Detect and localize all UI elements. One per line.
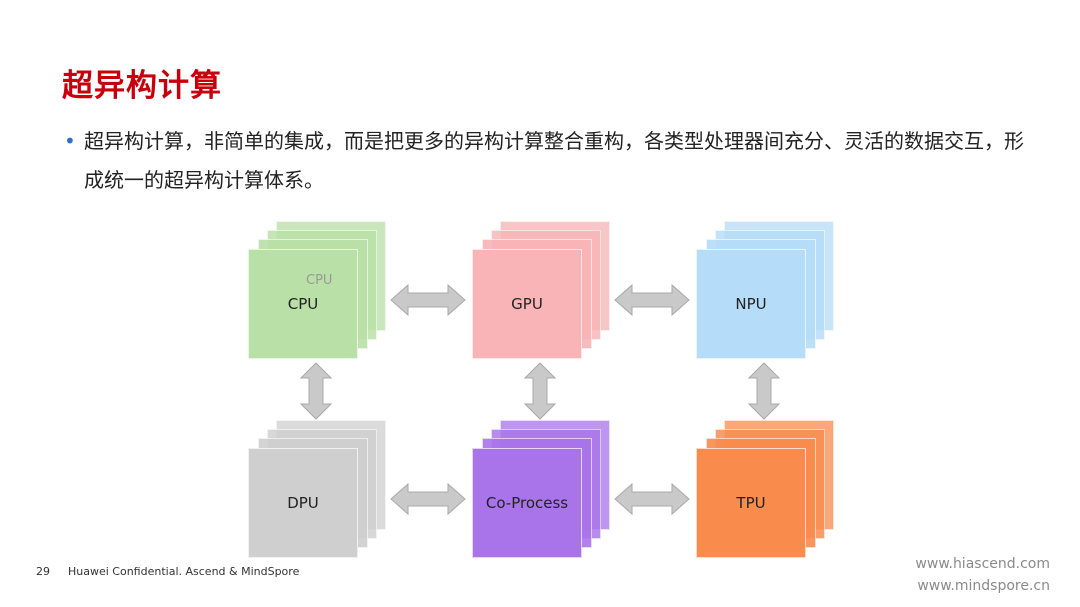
dpu-chip: DPU <box>248 420 386 558</box>
chip-layer <box>472 249 582 359</box>
cpu-chip: CPU CPU <box>248 221 386 359</box>
chip-layer <box>696 448 806 558</box>
confidential-notice: Huawei Confidential. Ascend & MindSpore <box>68 565 300 578</box>
double-arrow-vertical-icon <box>523 362 557 420</box>
gpu-chip: GPU <box>472 221 610 359</box>
website-link-mindspore[interactable]: www.mindspore.cn <box>917 578 1050 594</box>
tpu-label: TPU <box>736 494 766 512</box>
cpu-label: CPU <box>287 295 319 313</box>
double-arrow-horizontal-icon <box>614 283 690 317</box>
bullet-dot-icon: • <box>64 129 76 153</box>
double-arrow-horizontal-icon <box>614 482 690 516</box>
chip-layer <box>248 448 358 558</box>
double-arrow-vertical-icon <box>299 362 333 420</box>
slide-title: 超异构计算 <box>62 68 222 104</box>
double-arrow-horizontal-icon <box>390 482 466 516</box>
chip-layer <box>248 249 358 359</box>
double-arrow-vertical-icon <box>747 362 781 420</box>
tpu-chip: TPU <box>696 420 834 558</box>
chip-layer <box>696 249 806 359</box>
npu-label: NPU <box>735 295 767 313</box>
cpu-ghost-label: CPU <box>306 273 333 288</box>
page-number: 29 <box>36 565 50 578</box>
bullet-text: 超异构计算，非简单的集成，而是把更多的异构计算整合重构，各类型处理器间充分、灵活… <box>84 129 1024 192</box>
website-link-hiascend[interactable]: www.hiascend.com <box>915 556 1050 572</box>
chip-layer <box>472 448 582 558</box>
gpu-label: GPU <box>511 295 543 313</box>
npu-chip: NPU <box>696 221 834 359</box>
coprocess-label: Co-Process <box>485 494 569 512</box>
double-arrow-horizontal-icon <box>390 283 466 317</box>
coprocess-chip: Co-Process <box>472 420 610 558</box>
dpu-label: DPU <box>287 494 319 512</box>
